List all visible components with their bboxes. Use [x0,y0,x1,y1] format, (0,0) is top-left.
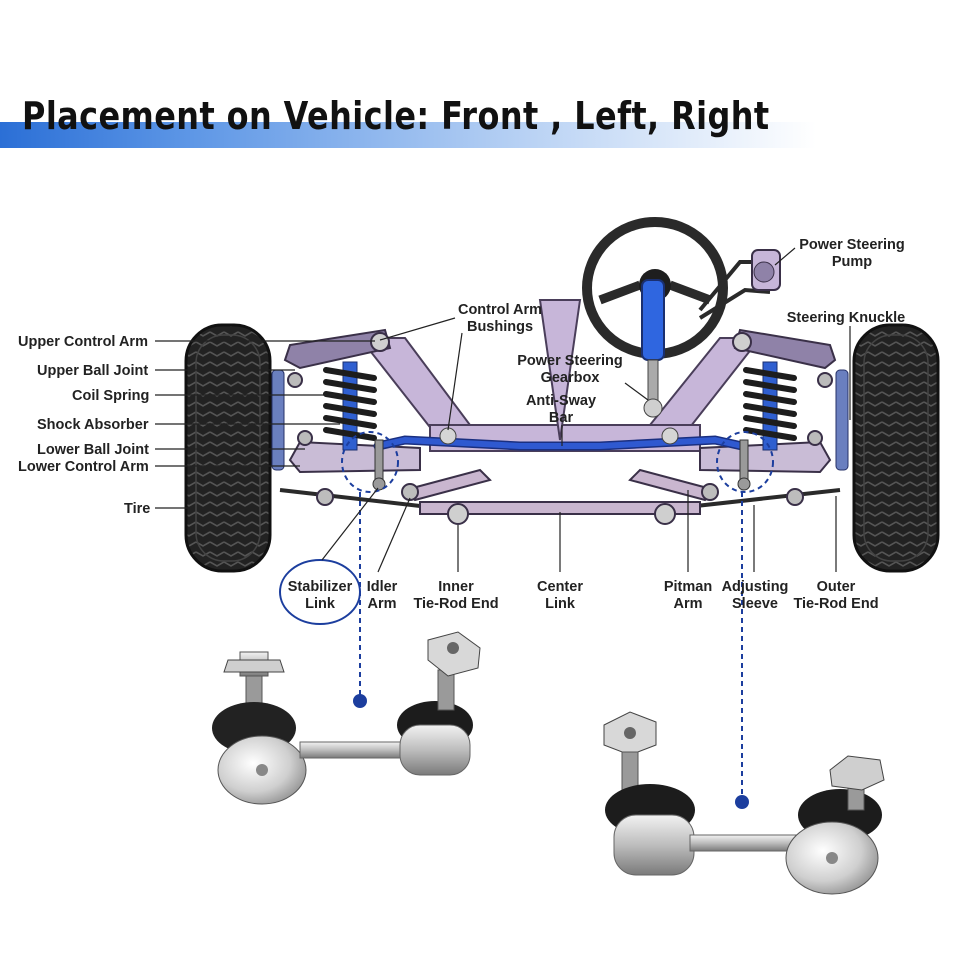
label-power-steering-pump-2: Pump [832,254,872,270]
label-power-steering-gearbox-2: Gearbox [541,370,600,386]
label-pitman-arm-2: Arm [673,596,702,612]
label-center-link-2: Link [545,596,576,612]
leader-lines [155,247,851,573]
label-control-arm-bushings-2: Bushings [467,319,533,335]
label-anti-sway-bar-2: Bar [549,410,574,426]
label-tire: Tire [124,501,150,517]
stabilizer-link-left-product [212,631,481,805]
label-shock-absorber: Shock Absorber [37,417,149,433]
label-lower-control-arm: Lower Control Arm [18,459,149,475]
title-gradient-bar [0,122,960,148]
left-coil-spring [323,361,377,451]
anti-sway-bar [373,427,747,451]
label-idler-arm-2: Arm [367,596,396,612]
page-title: Placement on Vehicle: Front , Left, Righ… [22,94,770,138]
label-control-arm-bushings-1: Control Arm [458,302,542,318]
label-adjusting-sleeve-2: Sleeve [732,596,778,612]
left-link-highlight [341,431,399,493]
label-idler-arm-1: Idler [367,579,398,595]
label-stabilizer-link-2: Link [305,596,336,612]
label-pitman-arm-1: Pitman [664,579,712,595]
label-power-steering-gearbox-1: Power Steering [517,353,623,369]
right-callout-dot [735,795,749,809]
label-adjusting-sleeve-1: Adjusting [722,579,789,595]
steering-linkage [279,468,841,525]
label-outer-tie-rod-end-1: Outer [817,579,856,595]
left-callout-dot [353,694,367,708]
label-center-link-1: Center [537,579,583,595]
label-steering-knuckle: Steering Knuckle [787,310,905,326]
stabilizer-label-circle [279,559,361,625]
upper-control-arms [283,328,837,388]
label-inner-tie-rod-end-1: Inner [438,579,474,595]
left-tire [184,323,272,573]
lower-control-arms [288,430,832,474]
label-inner-tie-rod-end-2: Tie-Rod End [413,596,498,612]
right-tire [852,323,940,573]
label-upper-control-arm: Upper Control Arm [18,334,148,350]
label-stabilizer-link-1: Stabilizer [288,579,353,595]
right-coil-spring [743,361,797,451]
label-outer-tie-rod-end-2: Tie-Rod End [793,596,878,612]
label-power-steering-pump-1: Power Steering [799,237,905,253]
steering-wheel [582,217,728,418]
label-coil-spring: Coil Spring [72,388,149,404]
stabilizer-link-right-product [603,711,885,895]
label-upper-ball-joint: Upper Ball Joint [37,363,148,379]
label-lower-ball-joint: Lower Ball Joint [37,442,149,458]
label-anti-sway-bar-1: Anti-Sway [526,393,596,409]
power-steering-pump [698,249,781,320]
right-link-highlight [716,431,774,493]
